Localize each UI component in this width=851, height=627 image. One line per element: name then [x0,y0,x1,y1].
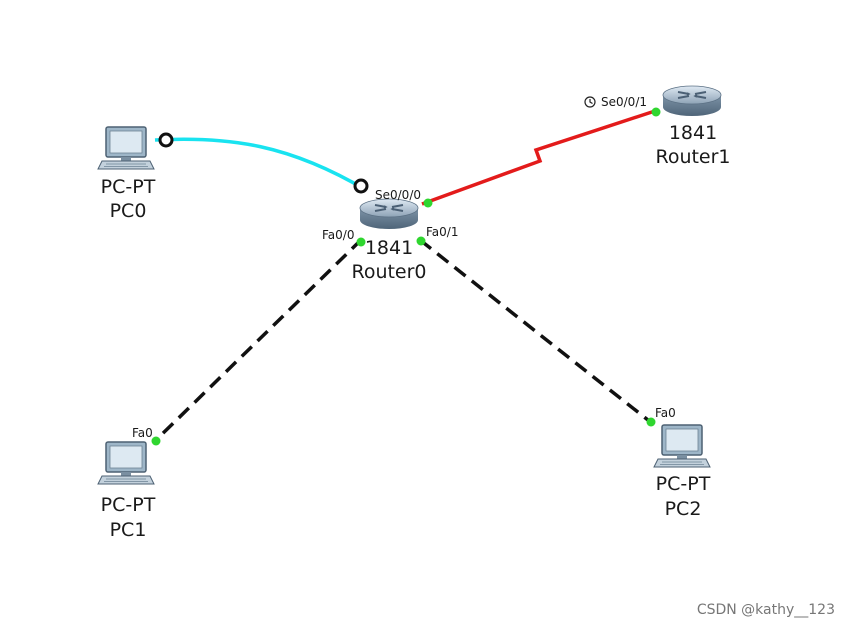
router-icon [359,198,419,230]
port-status-dot-router0-fa1 [416,236,426,246]
device-pc2[interactable] [653,424,711,468]
router0-name-label: Router0 [351,261,426,283]
pc-icon [653,424,711,468]
pc2-name-label: PC2 [665,498,702,520]
pc1-model-label: PC-PT [101,494,156,516]
port-label-router0-fa1: Fa0/1 [426,225,458,239]
serial-cable-router0-router1[interactable] [421,108,659,206]
pc1-name-label: PC1 [110,519,147,541]
port-status-dot-router1-se [651,107,661,117]
device-pc1[interactable] [97,441,155,485]
port-status-dot-router0-se [423,198,433,208]
port-label-router0-fa0: Fa0/0 [322,228,354,242]
device-router0[interactable] [359,198,419,230]
device-router1[interactable] [662,85,722,117]
console-cable-pc0-router0[interactable] [154,137,367,192]
port-label-pc2-fa: Fa0 [655,406,676,420]
clock-icon [584,96,596,108]
console-endpoint-router0[interactable] [353,178,369,194]
link-endpoints [151,107,661,446]
router-icon [662,85,722,117]
crossover-cable-router0-pc2[interactable] [418,238,655,426]
router1-name-label: Router1 [655,146,730,168]
port-status-dot-router0-fa0 [356,237,366,247]
device-pc0[interactable] [97,126,155,170]
port-status-dot-pc2-fa [646,417,656,427]
port-label-pc1-fa: Fa0 [132,426,153,440]
pc-icon [97,126,155,170]
router0-model-label: 1841 [365,237,413,259]
port-status-dot-pc1-fa [151,436,161,446]
watermark-text: CSDN @kathy__123 [697,602,835,618]
router1-model-label: 1841 [669,122,717,144]
port-label-router0-se: Se0/0/0 [375,188,421,202]
crossover-cable-router0-pc1[interactable] [151,237,364,445]
pc0-name-label: PC0 [110,200,147,222]
pc2-model-label: PC-PT [656,473,711,495]
console-endpoint-pc0[interactable] [158,132,174,148]
port-label-router1-se: Se0/0/1 [601,95,647,109]
pc-icon [97,441,155,485]
pc0-model-label: PC-PT [101,176,156,198]
links-layer [151,108,659,445]
